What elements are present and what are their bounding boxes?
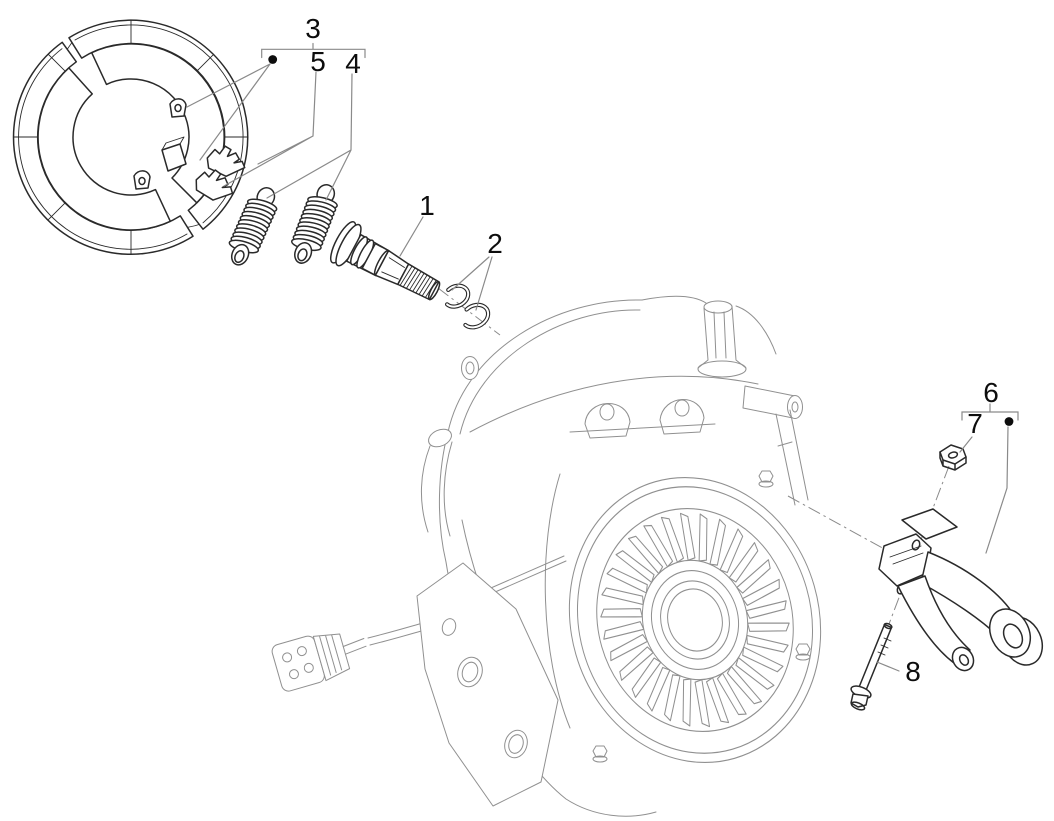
brake-shoe-assembly	[12, 19, 249, 255]
hub-stud	[795, 643, 811, 661]
hub-stud	[592, 745, 608, 763]
callout-7: 7	[967, 408, 983, 439]
electrical-connector	[271, 633, 367, 692]
leader-5	[223, 71, 317, 187]
group-dot-3	[268, 55, 278, 64]
cam-follower-block	[161, 143, 187, 172]
return-springs	[222, 180, 344, 271]
hub-cooling-fan	[568, 476, 822, 764]
engine-hub-assembly	[271, 295, 822, 817]
callout-4: 4	[345, 48, 361, 79]
leader-3	[186, 63, 271, 161]
leader-7	[959, 436, 973, 453]
camshaft-bore	[461, 356, 479, 380]
brake-camshaft	[329, 220, 441, 301]
leader-2	[451, 256, 493, 311]
bracket-6	[961, 403, 1019, 421]
connector-pin	[282, 652, 293, 663]
callout-1: 1	[419, 190, 435, 221]
callout-3: 3	[305, 13, 321, 44]
callout-graphics	[186, 42, 1019, 672]
shoe-pivot	[133, 170, 151, 190]
camshaft-axis	[437, 287, 501, 336]
bracket-3	[261, 42, 366, 59]
connector-pin	[303, 662, 314, 673]
mounting-plate	[416, 562, 559, 807]
adjuster-nut	[939, 444, 967, 471]
circlip-a	[444, 283, 471, 309]
lever-top-plate	[901, 508, 958, 540]
group-dot-6	[1004, 417, 1014, 426]
leader-8	[876, 661, 900, 672]
callout-5: 5	[310, 46, 326, 77]
leader-6	[985, 426, 1009, 554]
connector-pin	[296, 646, 307, 657]
hub-stud	[758, 470, 774, 488]
circlips	[444, 283, 491, 330]
callout-6: 6	[983, 377, 999, 408]
pinch-bolt	[850, 622, 893, 711]
circlip-b	[463, 302, 491, 330]
connector-pin	[288, 669, 299, 680]
leader-4	[266, 73, 353, 201]
bolt-axis	[888, 465, 950, 625]
callout-8: 8	[905, 656, 921, 687]
leader-1	[399, 216, 424, 257]
shoe-pivot	[169, 98, 187, 118]
callout-2: 2	[487, 228, 503, 259]
intake-stub	[697, 300, 747, 378]
brake-lever	[878, 508, 1044, 672]
